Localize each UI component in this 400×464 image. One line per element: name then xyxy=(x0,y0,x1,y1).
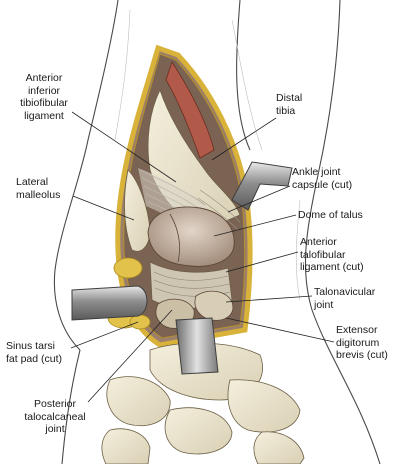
leader-lines xyxy=(70,111,335,403)
retractor-bottom xyxy=(175,317,219,375)
lateral-malleolus-bone xyxy=(124,169,151,252)
leader-line-sinus-tarsi xyxy=(70,321,139,349)
talus-dome xyxy=(147,206,235,267)
retractor-left xyxy=(71,285,148,321)
label-ankle-joint-capsule: Ankle joint capsule (cut) xyxy=(292,166,353,191)
label-talonavicular-joint: Talonavicular joint xyxy=(314,286,376,311)
foot-bones xyxy=(101,342,305,464)
label-anterior-inferior-tibiofibular-ligament: Anterior inferior tibiofibular ligament xyxy=(20,72,68,122)
label-lateral-malleolus: Lateral malleolus xyxy=(16,176,61,201)
leader-line-distal-tibia xyxy=(211,117,277,161)
skin-shading xyxy=(114,9,301,301)
leader-line-dome-of-talus xyxy=(213,214,297,237)
leader-line-ankle-capsule xyxy=(227,185,291,213)
leader-line-lateral-malleolus xyxy=(72,195,135,221)
leader-line-atfl xyxy=(225,251,299,273)
leader-line-talocalcaneal xyxy=(87,309,173,403)
retractor-upper-right xyxy=(231,161,293,211)
label-sinus-tarsi-fat-pad: Sinus tarsi fat pad (cut) xyxy=(6,340,63,365)
navicular-bone xyxy=(194,290,234,321)
leader-line-aitfl xyxy=(71,111,177,183)
label-posterior-talocalcaneal-joint: Posterior talocalcaneal joint xyxy=(24,398,86,435)
label-distal-tibia: Distal tibia xyxy=(276,92,303,117)
skin-outline xyxy=(53,0,381,464)
label-dome-of-talus: Dome of talus xyxy=(298,209,363,221)
muscle-tissue xyxy=(165,61,215,159)
leader-line-talonavicular xyxy=(225,295,313,303)
label-extensor-digitorum-brevis: Extensor digitorum brevis (cut) xyxy=(336,324,388,361)
label-anterior-talofibular-ligament: Anterior talofibular ligament (cut) xyxy=(300,236,364,273)
leader-line-edb xyxy=(225,317,335,343)
talus-ridge xyxy=(169,213,180,263)
